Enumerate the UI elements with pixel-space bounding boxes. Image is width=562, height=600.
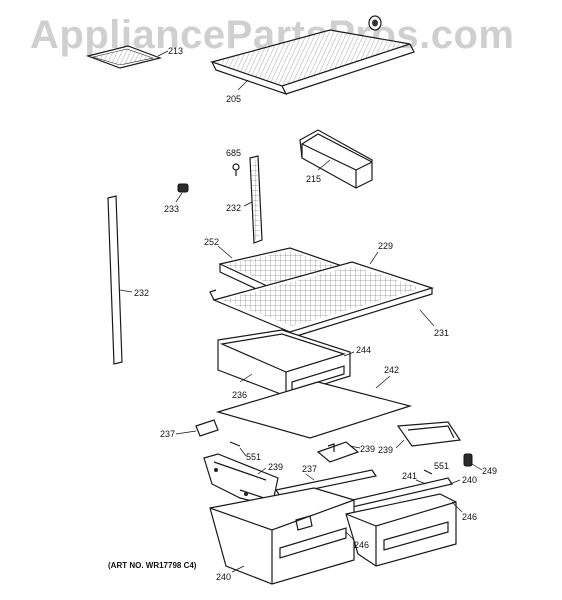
callout-240-upper: 240 (462, 475, 477, 485)
callout-205: 205 (226, 94, 241, 104)
callout-551-left: 551 (246, 452, 261, 462)
callout-237-left: 237 (160, 429, 175, 439)
part-237-rail-lower (275, 469, 377, 497)
part-215-bin (299, 129, 373, 189)
part-knob-top (368, 15, 382, 31)
callout-241: 241 (402, 471, 417, 481)
callout-239-left: 239 (268, 462, 283, 472)
part-246-crisper-right (345, 493, 457, 567)
art-number: (ART NO. WR17798 C4) (108, 561, 197, 570)
part-237-support-left (175, 419, 219, 437)
part-551-screw-right (423, 469, 433, 475)
callout-246-mid: 246 (354, 540, 369, 550)
callout-237-lower: 237 (302, 464, 317, 474)
part-205-wire-shelf (209, 29, 415, 96)
callout-246-right: 246 (462, 512, 477, 522)
part-551-screw-left (229, 441, 247, 457)
callout-231: 231 (434, 328, 449, 338)
part-232-rail-upper (243, 155, 263, 244)
callout-242: 242 (384, 365, 399, 375)
part-232-rail-left (107, 195, 133, 365)
part-249-clip (463, 453, 483, 471)
callout-252: 252 (204, 237, 219, 247)
callout-232-upper: 232 (226, 203, 241, 213)
callout-249: 249 (482, 466, 497, 476)
part-233-clip (175, 183, 189, 203)
callout-551-right: 551 (434, 461, 449, 471)
part-239-rail-right (395, 421, 462, 449)
callout-685: 685 (226, 148, 241, 158)
callout-239-right: 239 (378, 445, 393, 455)
part-236-drawer (217, 329, 355, 397)
part-240-crisper-left (209, 487, 355, 585)
part-242-glass-cover (215, 375, 413, 439)
part-229-shelf-frame (209, 251, 434, 339)
callout-236: 236 (232, 390, 247, 400)
part-213-bracket (85, 45, 169, 69)
part-239-bracket-mid (316, 441, 361, 463)
callout-213: 213 (168, 46, 183, 56)
callout-233: 233 (164, 204, 179, 214)
callout-244: 244 (356, 345, 371, 355)
callout-232-left: 232 (134, 288, 149, 298)
callout-240-lower: 240 (216, 572, 231, 582)
callout-229: 229 (378, 241, 393, 251)
callout-239-mid: 239 (360, 444, 375, 454)
part-685-screw (232, 163, 240, 176)
callout-215: 215 (306, 174, 321, 184)
